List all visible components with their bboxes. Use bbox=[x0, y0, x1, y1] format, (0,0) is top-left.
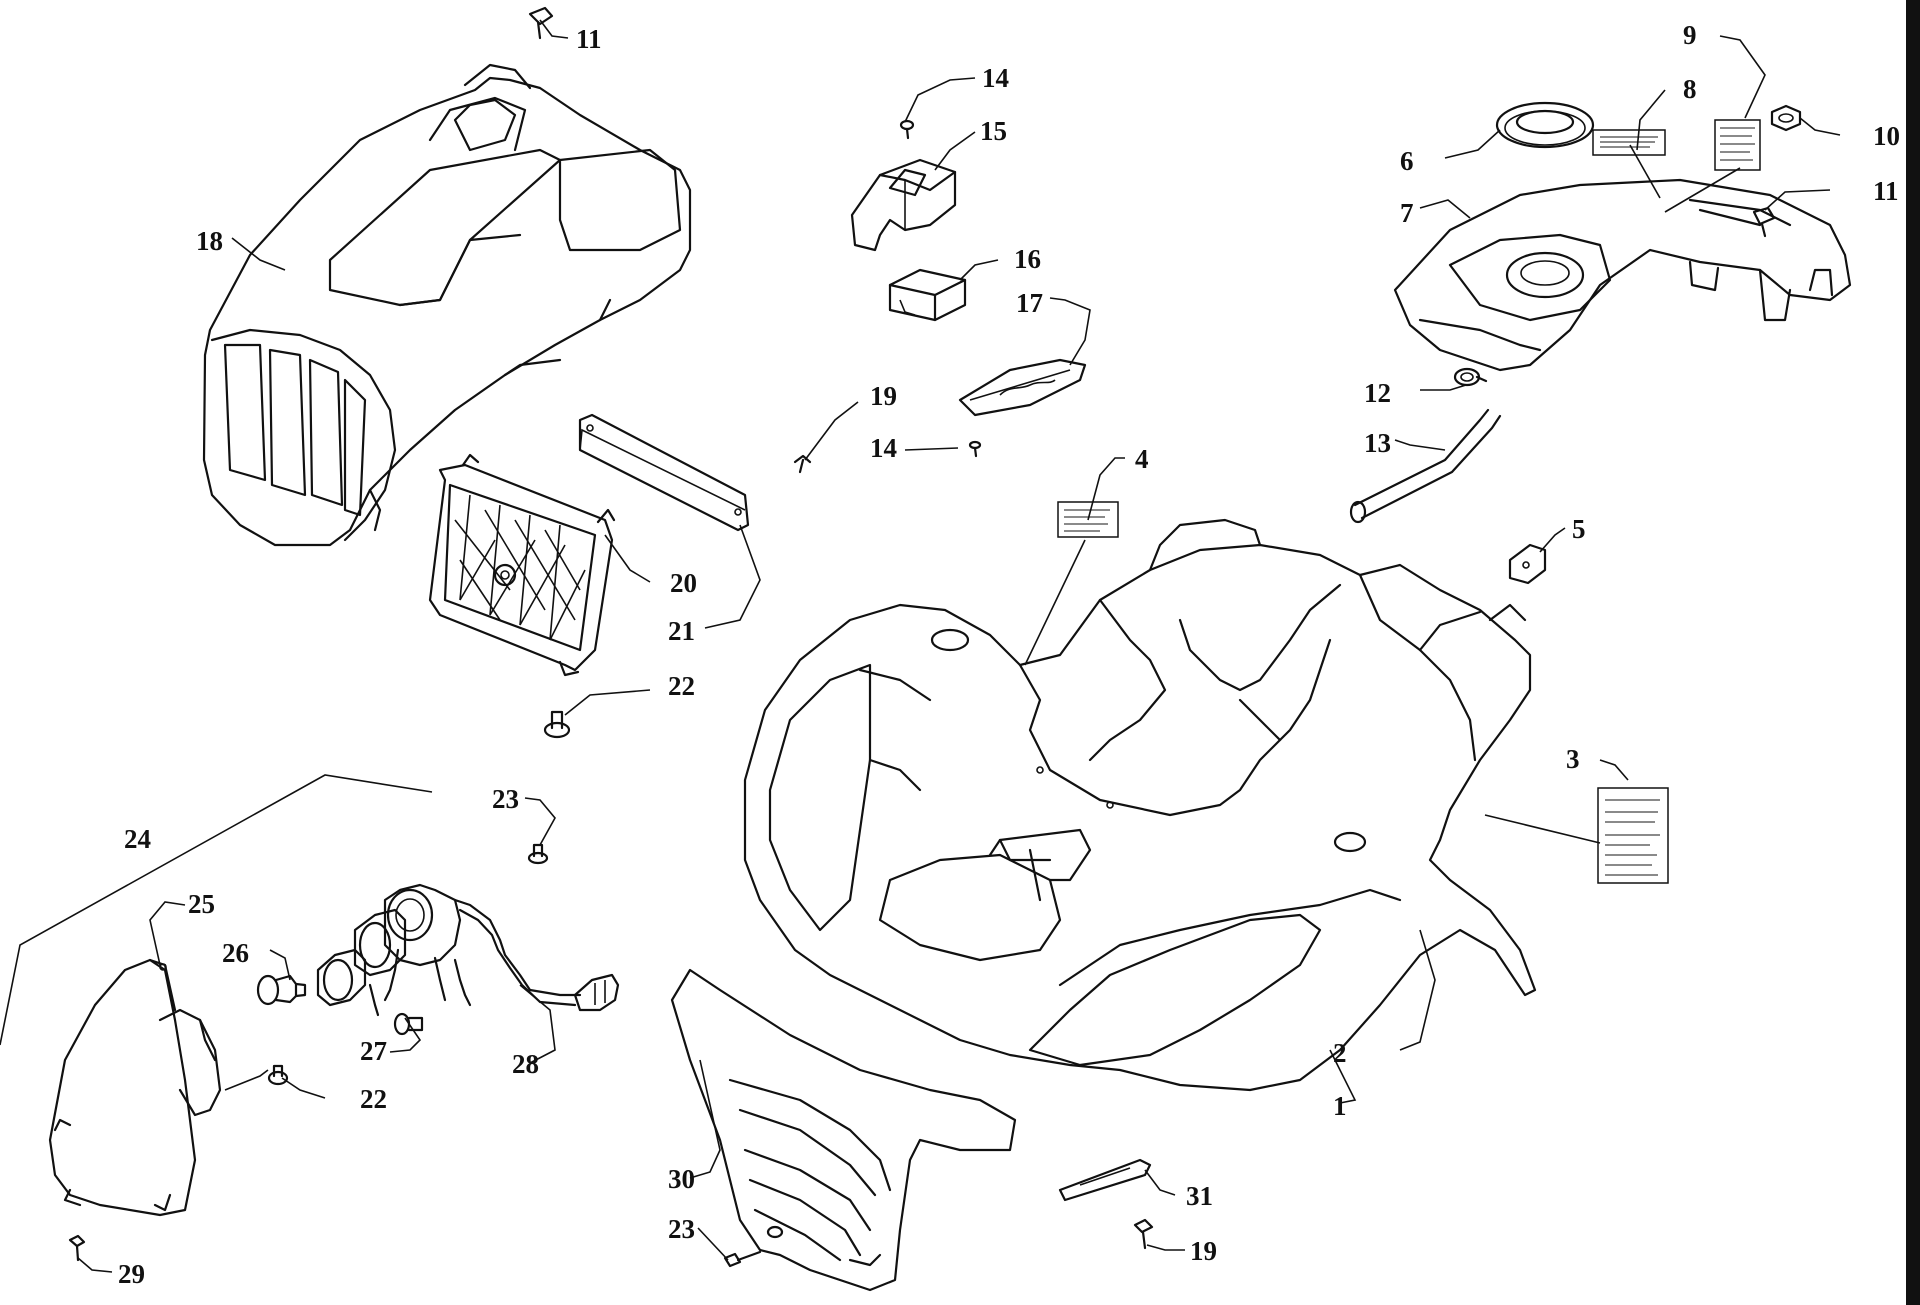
callout-5: 5 bbox=[1572, 514, 1586, 544]
callout-11-top: 11 bbox=[576, 24, 602, 54]
pad bbox=[958, 358, 1087, 417]
front-fender bbox=[743, 518, 1537, 1092]
callout-17: 17 bbox=[1016, 288, 1043, 318]
headlight-housing bbox=[48, 958, 222, 1217]
screw-29 bbox=[68, 1234, 86, 1262]
grille bbox=[428, 453, 616, 677]
callout-23-top: 23 bbox=[492, 784, 519, 814]
assembly-bracket-24 bbox=[0, 774, 433, 1046]
nut-10 bbox=[1770, 104, 1802, 132]
clip-23-top bbox=[527, 843, 549, 865]
callout-3: 3 bbox=[1566, 744, 1580, 774]
warning-decal-9 bbox=[1714, 119, 1761, 171]
clip-22-bottom bbox=[267, 1064, 289, 1086]
bolt-11-right bbox=[1752, 206, 1776, 238]
callout-29: 29 bbox=[118, 1259, 145, 1289]
callout-11-right: 11 bbox=[1873, 176, 1899, 206]
callout-6: 6 bbox=[1400, 146, 1414, 176]
page-edge bbox=[1906, 0, 1920, 1305]
clip-22-top bbox=[543, 710, 571, 739]
screw-14-top bbox=[899, 119, 915, 140]
bolt-11-top bbox=[528, 6, 554, 40]
callout-7: 7 bbox=[1400, 198, 1414, 228]
cover-cap bbox=[850, 158, 957, 252]
callout-22-top: 22 bbox=[668, 671, 695, 701]
callout-26: 26 bbox=[222, 938, 249, 968]
bracket bbox=[1508, 543, 1547, 585]
warning-decal-8 bbox=[1592, 129, 1666, 156]
callout-16: 16 bbox=[1014, 244, 1041, 274]
callout-23-bottom: 23 bbox=[668, 1214, 695, 1244]
callout-27: 27 bbox=[360, 1036, 387, 1066]
callout-13: 13 bbox=[1364, 428, 1391, 458]
front-bumper bbox=[670, 968, 1017, 1292]
block bbox=[888, 268, 967, 322]
callouts: 11 18 14 15 16 17 19 14 20 21 22 23 24 2… bbox=[118, 20, 1900, 1289]
callout-15: 15 bbox=[980, 116, 1007, 146]
fasteners bbox=[68, 6, 1802, 1268]
screw-14-mid bbox=[968, 440, 982, 458]
callout-25: 25 bbox=[188, 889, 215, 919]
callout-14-top: 14 bbox=[982, 63, 1009, 93]
callout-18: 18 bbox=[196, 226, 223, 256]
callout-14-mid: 14 bbox=[870, 433, 897, 463]
callout-19-bottom: 19 bbox=[1190, 1236, 1217, 1266]
screw-23-bottom bbox=[723, 1250, 762, 1268]
hose-clamp bbox=[1453, 367, 1488, 387]
socket-harness bbox=[316, 883, 620, 1017]
callout-28: 28 bbox=[512, 1049, 539, 1079]
screw-19-left bbox=[793, 454, 812, 474]
vent-hose bbox=[1349, 408, 1502, 524]
callout-9: 9 bbox=[1683, 20, 1697, 50]
callout-2: 2 bbox=[1333, 1038, 1347, 1068]
callout-30: 30 bbox=[668, 1164, 695, 1194]
seal-ring bbox=[1495, 101, 1595, 149]
callout-4: 4 bbox=[1135, 444, 1149, 474]
leader-lines bbox=[77, 19, 1841, 1273]
rear-rack-cover bbox=[1393, 178, 1852, 372]
callout-12: 12 bbox=[1364, 378, 1391, 408]
strap bbox=[1058, 1158, 1152, 1202]
hood-cowl bbox=[202, 63, 692, 547]
callout-21: 21 bbox=[668, 616, 695, 646]
trim-strip bbox=[578, 413, 750, 532]
warning-decal-3 bbox=[1597, 787, 1669, 884]
headlight-bulb bbox=[256, 974, 307, 1006]
callout-20: 20 bbox=[670, 568, 697, 598]
callout-22-bottom: 22 bbox=[360, 1084, 387, 1114]
callout-24: 24 bbox=[124, 824, 151, 854]
callout-31: 31 bbox=[1186, 1181, 1213, 1211]
screw-19-bottom bbox=[1133, 1218, 1154, 1250]
callout-1: 1 bbox=[1333, 1091, 1347, 1121]
callout-19-top: 19 bbox=[870, 381, 897, 411]
callout-10: 10 bbox=[1873, 121, 1900, 151]
callout-8: 8 bbox=[1683, 74, 1697, 104]
